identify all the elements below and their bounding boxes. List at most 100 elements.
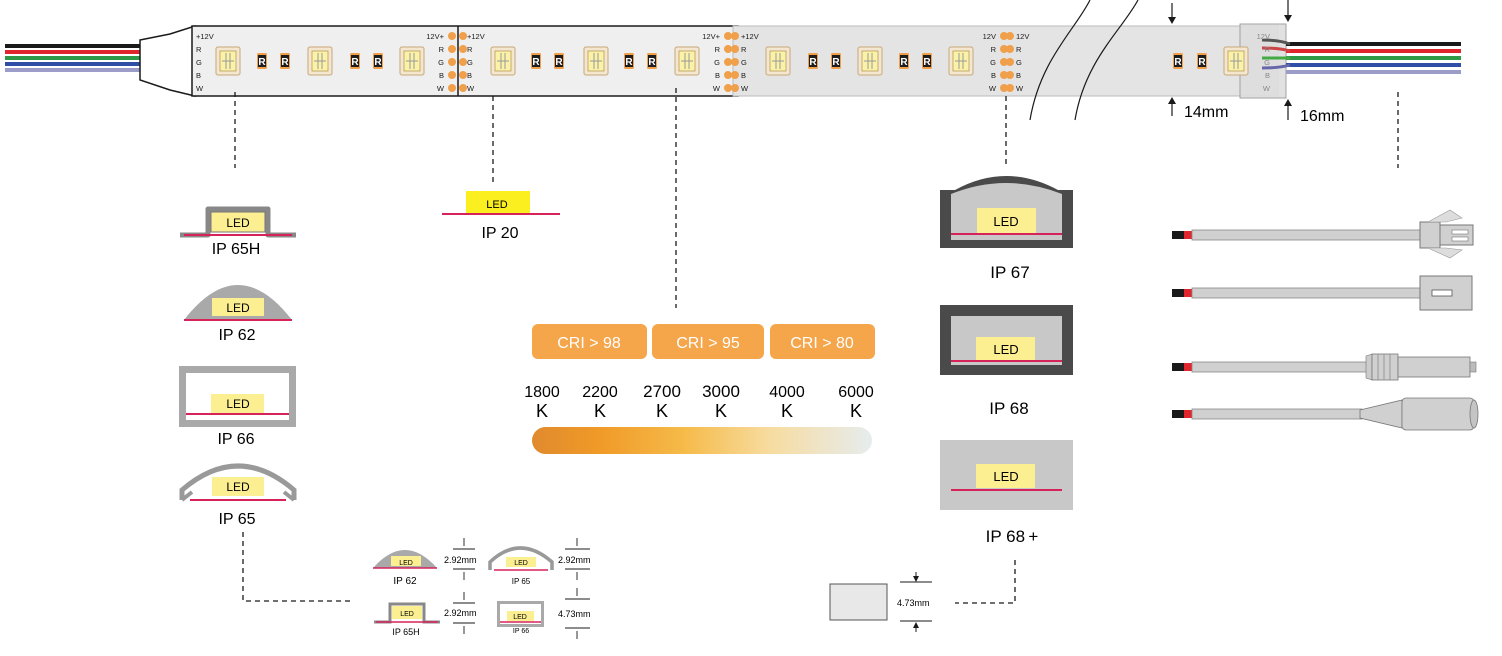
- pin-label: B: [715, 71, 720, 80]
- resistor-chip: R: [922, 53, 932, 69]
- resistor-chip: R: [531, 53, 541, 69]
- resistor-chip: R: [647, 53, 657, 69]
- pin-label: R: [741, 45, 747, 54]
- pin-label: G: [467, 58, 473, 67]
- resistor-chip: R: [350, 53, 360, 69]
- rgbw-led-chip: [765, 46, 791, 76]
- solder-pad: [731, 58, 739, 66]
- cri-80-label: CRI > 80: [790, 335, 854, 352]
- small-label-ip65: IP 65: [512, 577, 531, 586]
- chip-letter: R: [900, 57, 908, 68]
- small-dim-ip66-label: 4.73mm: [558, 609, 591, 619]
- pin-label: B: [196, 71, 201, 80]
- pin-label: G: [1016, 58, 1022, 67]
- small-profile-ip66: LED: [497, 601, 544, 627]
- cct-value: 6000: [838, 384, 874, 401]
- pin-label: 12V+: [426, 32, 444, 41]
- pin-label: G: [438, 58, 444, 67]
- resistor-chip: R: [257, 53, 267, 69]
- chip-letter: R: [258, 57, 266, 68]
- cct-unit: K: [656, 401, 668, 421]
- leader-lines: [234, 88, 1399, 604]
- rgbw-led-chip: [399, 46, 425, 76]
- cri-95-label: CRI > 95: [676, 335, 740, 352]
- profile-ip65h: LED: [180, 206, 296, 238]
- resistor-chip: R: [899, 53, 909, 69]
- cct-value: 2700: [643, 382, 681, 401]
- resistor-chip: R: [373, 53, 383, 69]
- label-ip20: IP 20: [481, 225, 518, 242]
- pin-label: W: [1016, 84, 1024, 93]
- chip-letter: R: [1174, 57, 1182, 68]
- pin-label: R: [991, 45, 997, 54]
- chip-letter: R: [832, 57, 840, 68]
- solder-pad: [448, 45, 456, 53]
- rgbw-led-chip: [1223, 46, 1249, 76]
- solder-pad: [459, 84, 467, 92]
- solder-pad: [1000, 32, 1008, 40]
- solder-pad: [459, 58, 467, 66]
- profile-ip65: LED: [179, 463, 297, 502]
- profile-ip68: LED: [940, 305, 1073, 375]
- profile-ip68plus: LED: [940, 440, 1073, 510]
- solder-pad: [1006, 45, 1014, 53]
- small-label-ip65h: IP 65H: [392, 627, 419, 637]
- pin-label: G: [990, 58, 996, 67]
- resistor-chip: R: [554, 53, 564, 69]
- cable-socket-connector: [1172, 275, 1473, 311]
- pin-label: W: [989, 84, 997, 93]
- pin-label: W: [467, 84, 475, 93]
- ip68plus-height-diagram: [829, 572, 932, 632]
- pin-label: W: [196, 84, 204, 93]
- small-dim-ip65: [565, 538, 590, 580]
- pin-label: W: [713, 84, 721, 93]
- small-profile-ip65h: LED: [374, 602, 440, 624]
- solder-pad: [459, 32, 467, 40]
- resistor-chip: R: [808, 53, 818, 69]
- cct-unit: K: [715, 401, 727, 421]
- led-label: LED: [226, 216, 250, 230]
- pin-label: B: [991, 71, 996, 80]
- solder-pad: [1000, 84, 1008, 92]
- solder-pad: [448, 58, 456, 66]
- led-label: LED: [399, 560, 413, 567]
- led-label: LED: [993, 469, 1018, 484]
- small-label-ip66: IP 66: [513, 628, 529, 635]
- solder-pad: [724, 84, 732, 92]
- solder-pad: [459, 71, 467, 79]
- chip-letter: R: [374, 57, 382, 68]
- led-label: LED: [486, 199, 507, 211]
- label-ip68plus: IP 68 +: [986, 527, 1039, 546]
- pin-label: +12V: [467, 32, 485, 41]
- rgbw-led-chip: [490, 46, 516, 76]
- cable-plug-connector: [1172, 209, 1474, 259]
- pin-label: G: [714, 58, 720, 67]
- cable-connectors: [1172, 209, 1479, 431]
- label-ip65h: IP 65H: [212, 241, 261, 258]
- left-end-connector: [139, 24, 196, 97]
- pin-label: B: [467, 71, 472, 80]
- chip-letter: R: [1198, 57, 1206, 68]
- pin-label-groups: +12VRGBW12V+RGBW+12VRGBW12V+RGBW+12VRGBW…: [196, 32, 1271, 93]
- pin-label: G: [741, 58, 747, 67]
- cri-98-label: CRI > 98: [557, 335, 621, 352]
- cri-badge-80: [770, 324, 875, 359]
- cct-scale: 1800 K 2200 K 2700 K 3000 K 4000 K 6000 …: [524, 382, 874, 454]
- label-ip65: IP 65: [218, 511, 255, 528]
- small-dim-ip65h: [453, 592, 475, 634]
- small-profile-ip65: LED: [488, 546, 554, 571]
- led-label: LED: [226, 397, 250, 411]
- ip68plus-height-label: 4.73mm: [897, 598, 930, 608]
- pin-label: +12V: [741, 32, 759, 41]
- pin-label: R: [1265, 45, 1271, 54]
- solder-pad: [1006, 71, 1014, 79]
- rgbw-led-chip: [583, 46, 609, 76]
- left-wire-bundle: [5, 44, 145, 72]
- solder-pad: [448, 84, 456, 92]
- chip-letter: R: [809, 57, 817, 68]
- chip-letter: R: [648, 57, 656, 68]
- strip-width-dimensions: [1168, 0, 1292, 120]
- small-label-ip62: IP 62: [393, 576, 417, 587]
- small-dim-ip62-label: 2.92mm: [444, 555, 477, 565]
